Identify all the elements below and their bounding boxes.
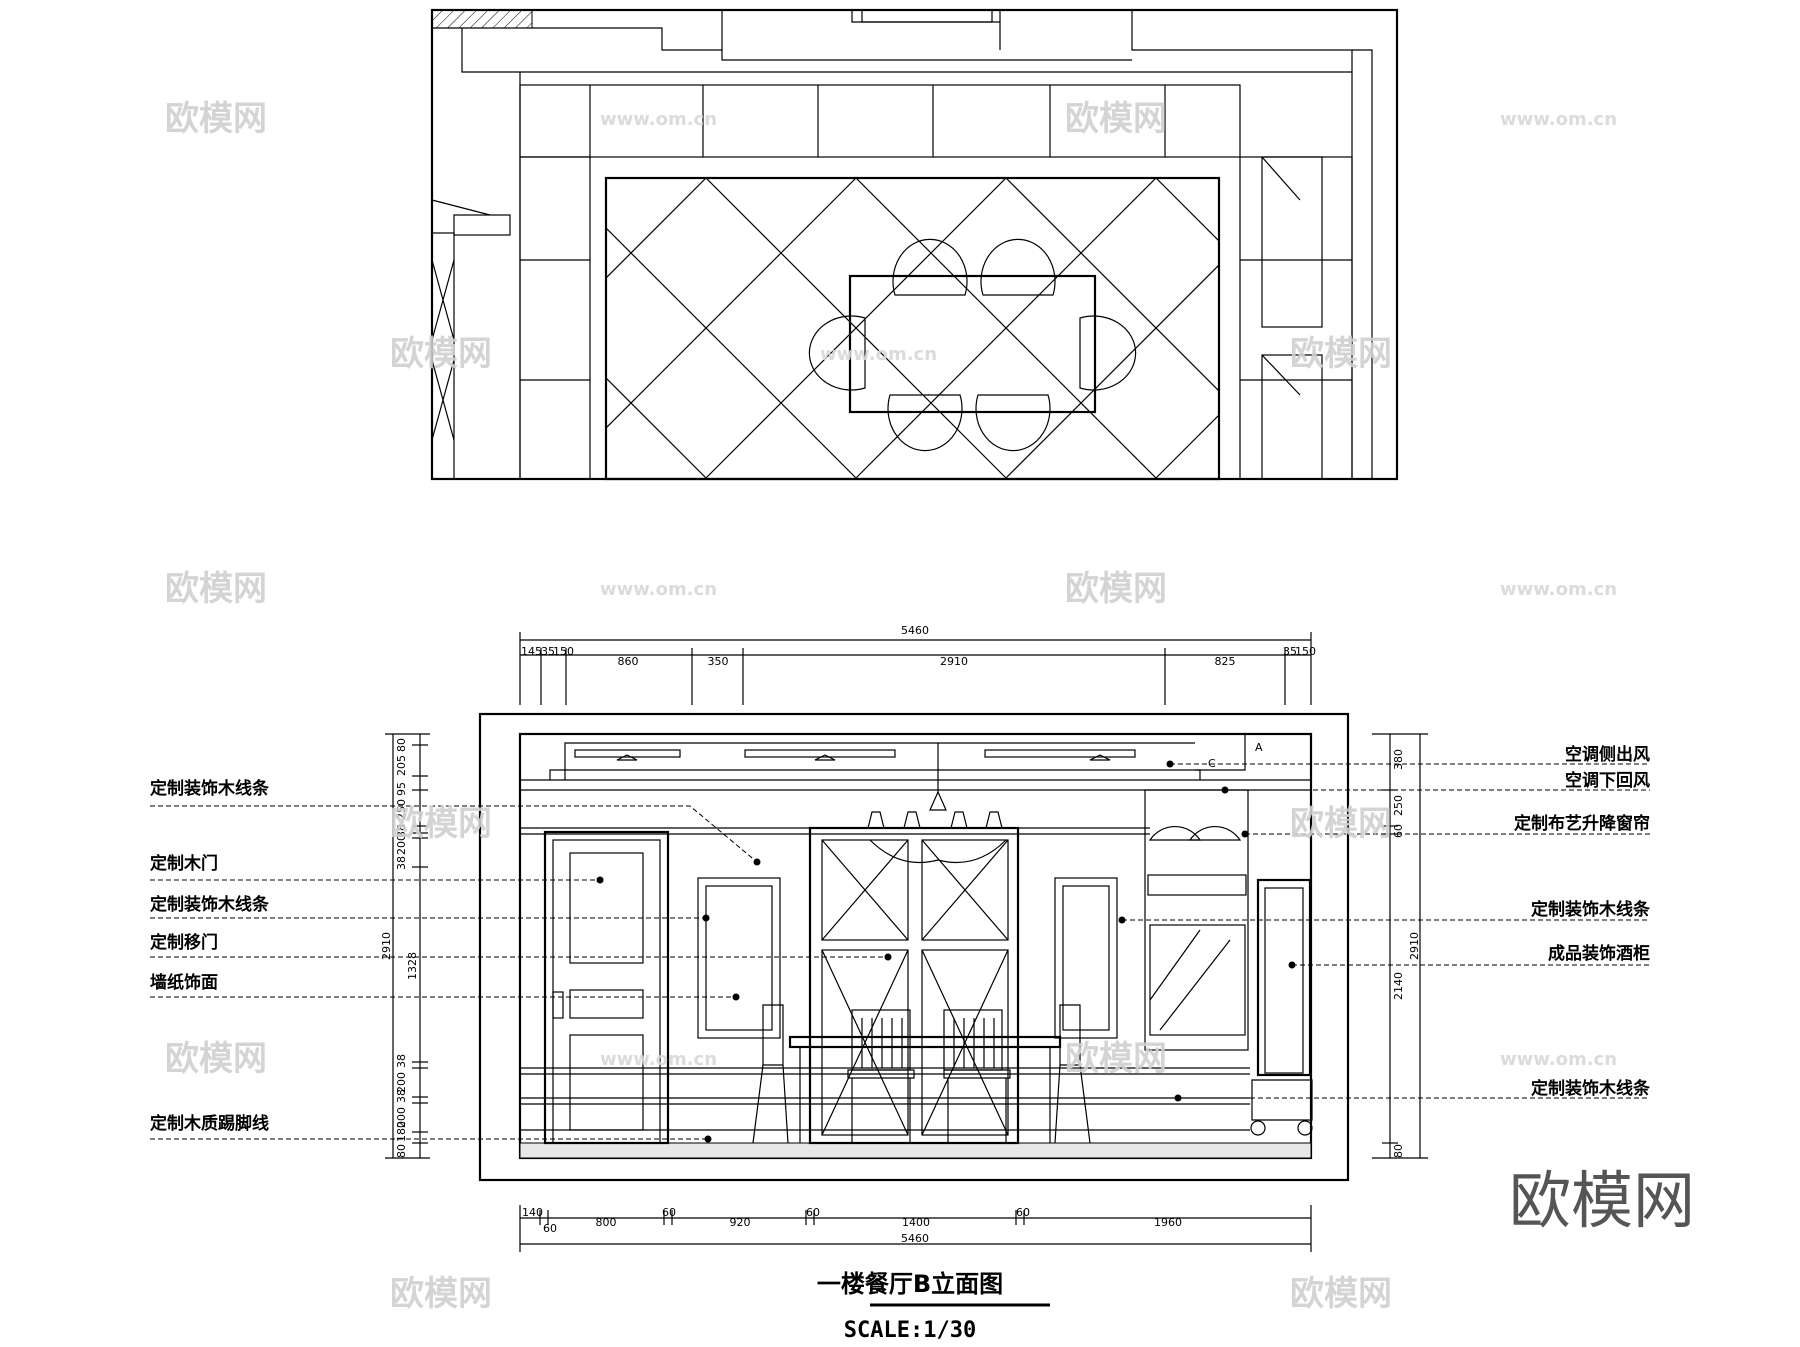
left-dim-8: 1328 [406, 952, 419, 980]
watermark: 欧模网 [1065, 1039, 1167, 1079]
watermarks: 欧模网 www.om.cn 欧模网 www.om.cn 欧模网 www.om.c… [165, 99, 1617, 1314]
left-dim-11: 38 [395, 1089, 408, 1103]
bottom-dim-8: 60 [1016, 1206, 1030, 1219]
top-dim-8: 35 [1283, 645, 1297, 658]
dimensions: 5460 145 35 150 860 350 2910 825 35 150 … [380, 624, 1428, 1252]
left-dim-12: 200 [395, 1107, 408, 1128]
label-wallpaper: 墙纸饰面 [150, 972, 218, 993]
label-decor-molding-1: 定制装饰木线条 [150, 778, 270, 799]
label-decor-molding-4: 定制装饰木线条 [1531, 1078, 1651, 1099]
label-decor-molding-2: 定制装饰木线条 [150, 894, 270, 915]
top-dim-7: 825 [1215, 655, 1236, 668]
label-skirting: 定制木质踢脚线 [150, 1113, 269, 1134]
watermark-url: www.om.cn [600, 1049, 717, 1070]
section-mark-a: A [1255, 741, 1263, 754]
bottom-dim-1: 140 [522, 1206, 543, 1219]
watermark: 欧模网 [1065, 569, 1167, 609]
left-dim-10: 200 [395, 1072, 408, 1093]
watermark-url: www.om.cn [600, 579, 717, 600]
title-block: 一楼餐厅B立面图 SCALE:1/30 [817, 1270, 1050, 1343]
bottom-dim-9: 1960 [1154, 1216, 1182, 1229]
bottom-dim-7: 1400 [902, 1216, 930, 1229]
label-decor-molding-3: 定制装饰木线条 [1531, 899, 1651, 920]
bottom-dim-5: 920 [730, 1216, 751, 1229]
brand-logo-text: 欧模网 [1509, 1164, 1695, 1237]
watermark: 欧模网 [1290, 1274, 1392, 1314]
label-wine-cabinet: 成品装饰酒柜 [1548, 943, 1650, 964]
watermark: 欧模网 [390, 804, 492, 844]
floor-plan [430, 8, 1399, 481]
top-dim-3: 150 [553, 645, 574, 658]
bottom-dim-6: 60 [806, 1206, 820, 1219]
watermark: 欧模网 [1290, 334, 1392, 374]
right-annotations: 空调侧出风 空调下回风 定制布艺升降窗帘 定制装饰木线条 成品装饰酒柜 定制装饰… [1118, 744, 1651, 1102]
right-dim-1: 380 [1392, 749, 1405, 770]
left-dim-2: 205 [395, 755, 408, 776]
watermark-url: www.om.cn [1500, 109, 1617, 130]
watermark: 欧模网 [165, 1039, 267, 1079]
left-dim-1: 80 [395, 738, 408, 752]
left-overall-dim: 2910 [380, 932, 393, 960]
left-dim-5: 38 [395, 824, 408, 838]
left-dim-4: 250 [395, 799, 408, 820]
watermark: 欧模网 [390, 1274, 492, 1314]
left-dim-6: 38 [395, 856, 408, 870]
left-annotations: 定制装饰木线条 定制木门 定制装饰木线条 定制移门 墙纸饰面 定制木质踢脚线 [150, 778, 892, 1143]
watermark-url: www.om.cn [1500, 579, 1617, 600]
top-dim-6: 2910 [940, 655, 968, 668]
right-dim-3: 60 [1392, 824, 1405, 838]
label-sliding-door: 定制移门 [150, 932, 218, 953]
top-overall-dim: 5460 [901, 624, 929, 637]
watermark: 欧模网 [390, 334, 492, 374]
right-dim-4: 2140 [1392, 972, 1405, 1000]
left-dim-9: 38 [395, 1054, 408, 1068]
left-dim-13: 80 [395, 1144, 408, 1158]
top-dim-4: 860 [618, 655, 639, 668]
right-dim-5: 80 [1392, 1144, 1405, 1158]
bottom-dim-4: 60 [662, 1206, 676, 1219]
left-dim-3: 95 [395, 782, 408, 796]
label-ac-return: 空调下回风 [1565, 770, 1650, 791]
top-dim-5: 350 [708, 655, 729, 668]
left-dim-7: 200 [395, 834, 408, 855]
right-dim-2: 250 [1392, 795, 1405, 816]
watermark: 欧模网 [165, 99, 267, 139]
drawing-scale: SCALE:1/30 [844, 1318, 976, 1343]
top-dim-9: 150 [1295, 645, 1316, 658]
top-dim-2: 35 [541, 645, 555, 658]
label-ac-side-outlet: 空调侧出风 [1565, 744, 1650, 765]
watermark: 欧模网 [1065, 99, 1167, 139]
bottom-dim-2: 60 [543, 1222, 557, 1235]
label-curtain: 定制布艺升降窗帘 [1514, 813, 1650, 834]
top-dim-1: 145 [521, 645, 542, 658]
watermark-url: www.om.cn [600, 109, 717, 130]
drawing-title: 一楼餐厅B立面图 [817, 1270, 1003, 1298]
left-dim-14: 180 [395, 1121, 408, 1142]
watermark: 欧模网 [165, 569, 267, 609]
elevation-view: A C [478, 712, 1350, 1182]
bottom-overall-dim: 5460 [901, 1232, 929, 1245]
right-overall-dim: 2910 [1408, 932, 1421, 960]
watermark-url: www.om.cn [820, 344, 937, 365]
watermark-url: www.om.cn [1500, 1049, 1617, 1070]
bottom-dim-3: 800 [596, 1216, 617, 1229]
watermark: 欧模网 [1290, 804, 1392, 844]
label-wood-door: 定制木门 [150, 853, 218, 874]
